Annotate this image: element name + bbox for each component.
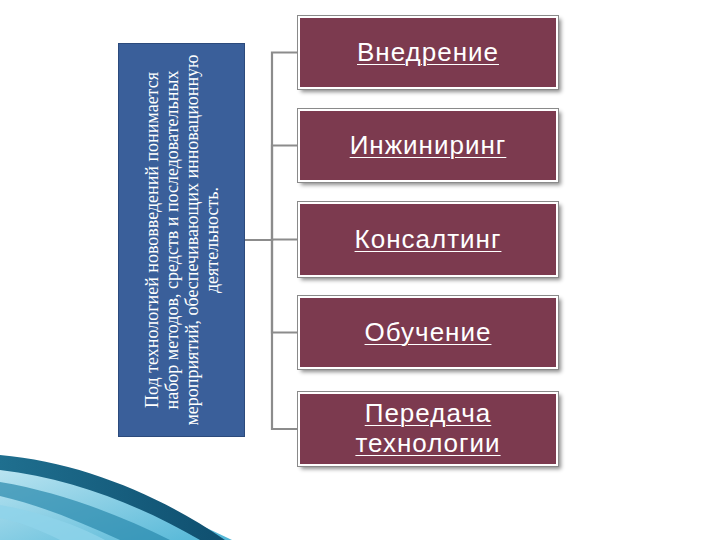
swoosh-mid xyxy=(0,482,170,540)
definition-text: Под технологией нововведений понимается … xyxy=(141,51,222,429)
swoosh-pale xyxy=(0,505,105,540)
process-box: Передача технологии xyxy=(298,392,558,466)
bracket-connector xyxy=(245,53,298,241)
process-box: Обучение xyxy=(298,296,558,369)
definition-panel: Под технологией нововведений понимается … xyxy=(118,43,245,437)
process-box: Консалтинг xyxy=(298,202,558,277)
bracket-connector xyxy=(245,146,298,241)
box-label: Внедрение xyxy=(357,38,499,68)
process-box: Внедрение xyxy=(298,16,558,89)
swoosh-dark xyxy=(0,455,225,540)
box-label: Обучение xyxy=(365,318,492,348)
box-label: Передача технологии xyxy=(310,399,546,459)
box-label: Инжиниринг xyxy=(350,131,507,161)
process-box: Инжиниринг xyxy=(298,109,558,182)
bracket-connector xyxy=(245,240,298,429)
box-label: Консалтинг xyxy=(355,225,502,255)
